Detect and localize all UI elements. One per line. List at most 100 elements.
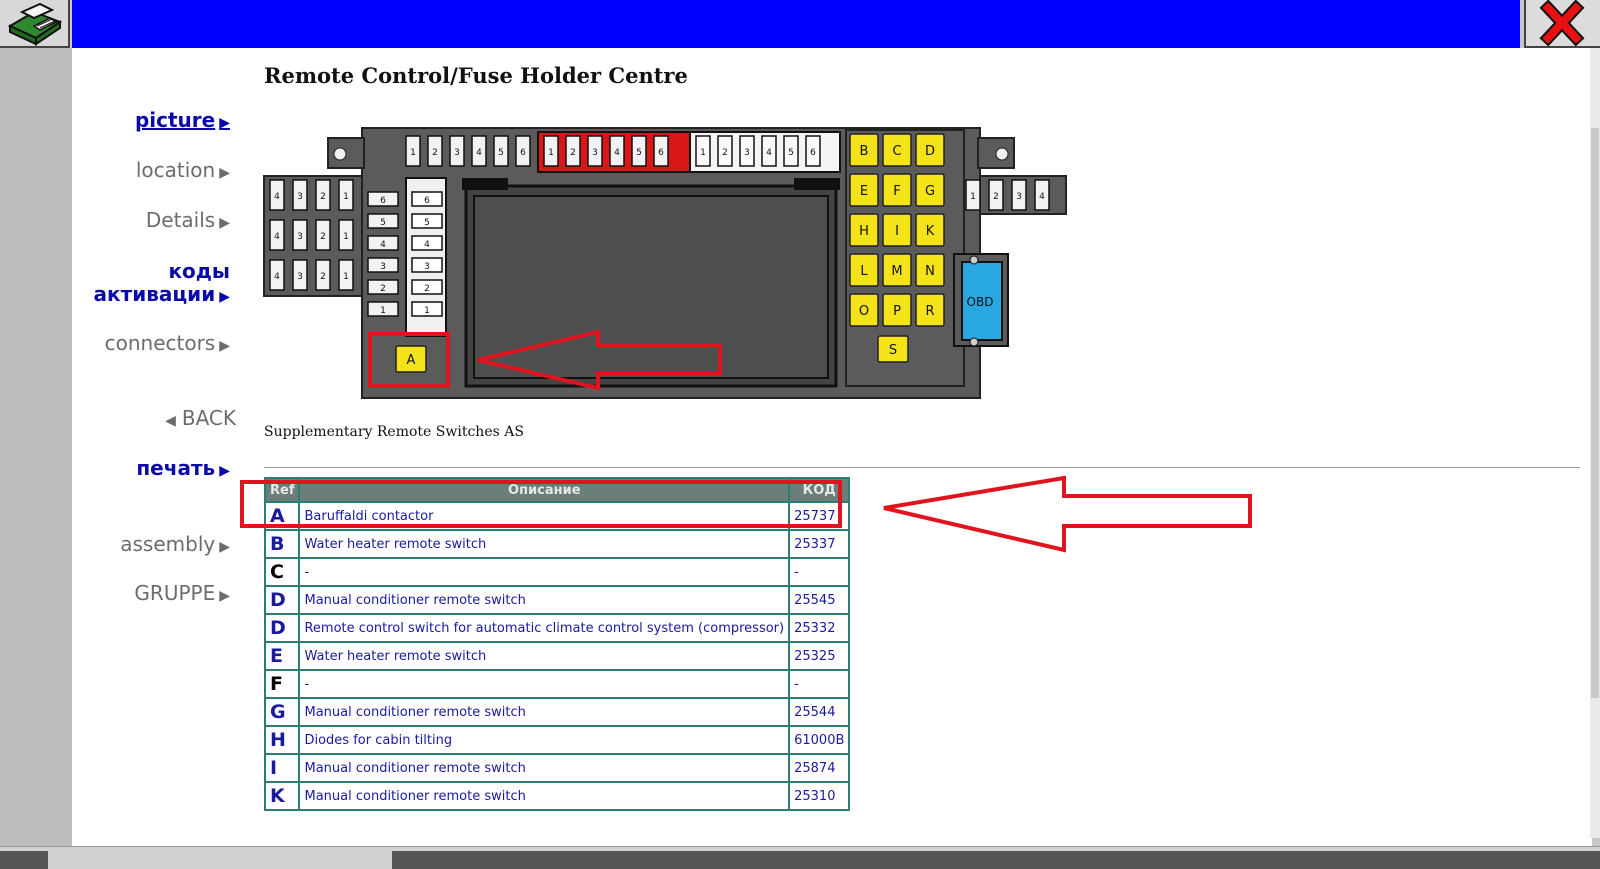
relay[interactable]: H	[849, 213, 879, 247]
description-cell: Diodes for cabin tilting	[298, 725, 791, 755]
fuse-left-block[interactable]: 2	[315, 259, 331, 291]
fuse-right-block[interactable]: 4	[1034, 179, 1050, 211]
fuse-red-strip[interactable]: 5	[631, 135, 647, 167]
fuse-left-block[interactable]: 1	[338, 219, 354, 251]
fuse-mid-column-white[interactable]: 3	[411, 257, 443, 273]
triangle-right-icon: ▶	[219, 165, 230, 181]
fuse-right-block[interactable]: 2	[988, 179, 1004, 211]
relay[interactable]: R	[915, 293, 945, 327]
nav-details[interactable]: Details▶	[146, 208, 230, 232]
fuse-left-block[interactable]: 3	[292, 259, 308, 291]
page-title: Remote Control/Fuse Holder Centre	[264, 63, 688, 88]
scrollbar-thumb[interactable]	[1591, 128, 1599, 698]
fuse-left-block[interactable]: 1	[338, 259, 354, 291]
fuse-top[interactable]: 3	[449, 135, 465, 167]
triangle-right-icon: ▶	[219, 115, 230, 131]
relay[interactable]: B	[849, 133, 879, 167]
fuse-white-strip[interactable]: 6	[805, 135, 821, 167]
nav-gruppe[interactable]: GRUPPE▶	[134, 581, 230, 605]
fuse-mid-column-white[interactable]: 6	[411, 191, 443, 207]
fuse-left-block[interactable]: 1	[338, 179, 354, 211]
fuse-white-strip[interactable]: 3	[739, 135, 755, 167]
relay[interactable]: E	[849, 173, 879, 207]
relay[interactable]: A	[395, 345, 427, 373]
nav-assembly[interactable]: assembly▶	[120, 532, 230, 556]
fuse-left-block[interactable]: 2	[315, 179, 331, 211]
relay-label: I	[895, 224, 899, 239]
table-row[interactable]: C--	[263, 557, 851, 587]
fuse-left-block[interactable]: 4	[269, 179, 285, 211]
nav-location[interactable]: location▶	[136, 158, 230, 182]
ref-cell: C	[263, 557, 301, 587]
fuse-top[interactable]: 5	[493, 135, 509, 167]
fuse-mid-column-white[interactable]: 1	[411, 301, 443, 317]
relay[interactable]: G	[915, 173, 945, 207]
fuse-mid-column-white[interactable]: 5	[411, 213, 443, 229]
fuse-mid-column-white[interactable]: 2	[411, 279, 443, 295]
relay[interactable]: O	[849, 293, 879, 327]
fuse-left-block[interactable]: 2	[315, 219, 331, 251]
fuse-left-block[interactable]: 3	[292, 219, 308, 251]
fuse-red-strip[interactable]: 4	[609, 135, 625, 167]
fuse-number: 4	[766, 148, 772, 158]
fuse-white-strip[interactable]: 5	[783, 135, 799, 167]
fuse-left-block[interactable]: 4	[269, 259, 285, 291]
relay[interactable]: I	[882, 213, 912, 247]
fuse-number: 4	[274, 232, 280, 242]
fuse-red-strip[interactable]: 6	[653, 135, 669, 167]
fuse-left-block[interactable]: 3	[292, 179, 308, 211]
fuse-mid-column[interactable]: 6	[367, 191, 399, 207]
relay[interactable]: M	[882, 253, 912, 287]
fuse-right-block[interactable]: 1	[965, 179, 981, 211]
nav-back[interactable]: ◀BACK	[165, 406, 236, 430]
close-button[interactable]	[1524, 0, 1600, 48]
fuse-mid-column-white[interactable]: 4	[411, 235, 443, 251]
fuse-left-block[interactable]: 4	[269, 219, 285, 251]
relay[interactable]: F	[882, 173, 912, 207]
relay[interactable]: D	[915, 133, 945, 167]
vertical-scrollbar[interactable]	[1590, 48, 1600, 838]
fuse-mid-column[interactable]: 4	[367, 235, 399, 251]
triangle-right-icon: ▶	[219, 588, 230, 604]
fuse-number: 1	[700, 148, 706, 158]
close-icon	[1539, 0, 1585, 47]
fuse-white-strip[interactable]: 1	[695, 135, 711, 167]
fuse-top[interactable]: 1	[405, 135, 421, 167]
relay[interactable]: N	[915, 253, 945, 287]
print-button[interactable]	[0, 0, 70, 48]
relay[interactable]: P	[882, 293, 912, 327]
relay[interactable]: K	[915, 213, 945, 247]
nav-connectors[interactable]: connectors▶	[105, 331, 230, 355]
fuse-top[interactable]: 6	[515, 135, 531, 167]
fuse-right-block[interactable]: 3	[1011, 179, 1027, 211]
fuse-white-strip[interactable]: 4	[761, 135, 777, 167]
fuse-mid-column[interactable]: 2	[367, 279, 399, 295]
fuse-number: 1	[424, 306, 430, 316]
relay[interactable]: L	[849, 253, 879, 287]
fuse-red-strip[interactable]: 2	[565, 135, 581, 167]
ref-cell: B	[263, 529, 301, 559]
fuse-mid-column[interactable]: 3	[367, 257, 399, 273]
nav-picture[interactable]: picture▶	[135, 108, 230, 132]
fuse-mid-column[interactable]: 5	[367, 213, 399, 229]
fuse-red-strip[interactable]: 1	[543, 135, 559, 167]
nav-print[interactable]: печать▶	[136, 456, 230, 480]
relay[interactable]: C	[882, 133, 912, 167]
relay[interactable]: S	[877, 335, 909, 363]
table-row[interactable]: F--	[263, 669, 851, 699]
fuse-top[interactable]: 4	[471, 135, 487, 167]
fuse-top[interactable]: 2	[427, 135, 443, 167]
fuse-red-strip[interactable]: 3	[587, 135, 603, 167]
fuse-white-strip[interactable]: 2	[717, 135, 733, 167]
fuse-mid-column[interactable]: 1	[367, 301, 399, 317]
